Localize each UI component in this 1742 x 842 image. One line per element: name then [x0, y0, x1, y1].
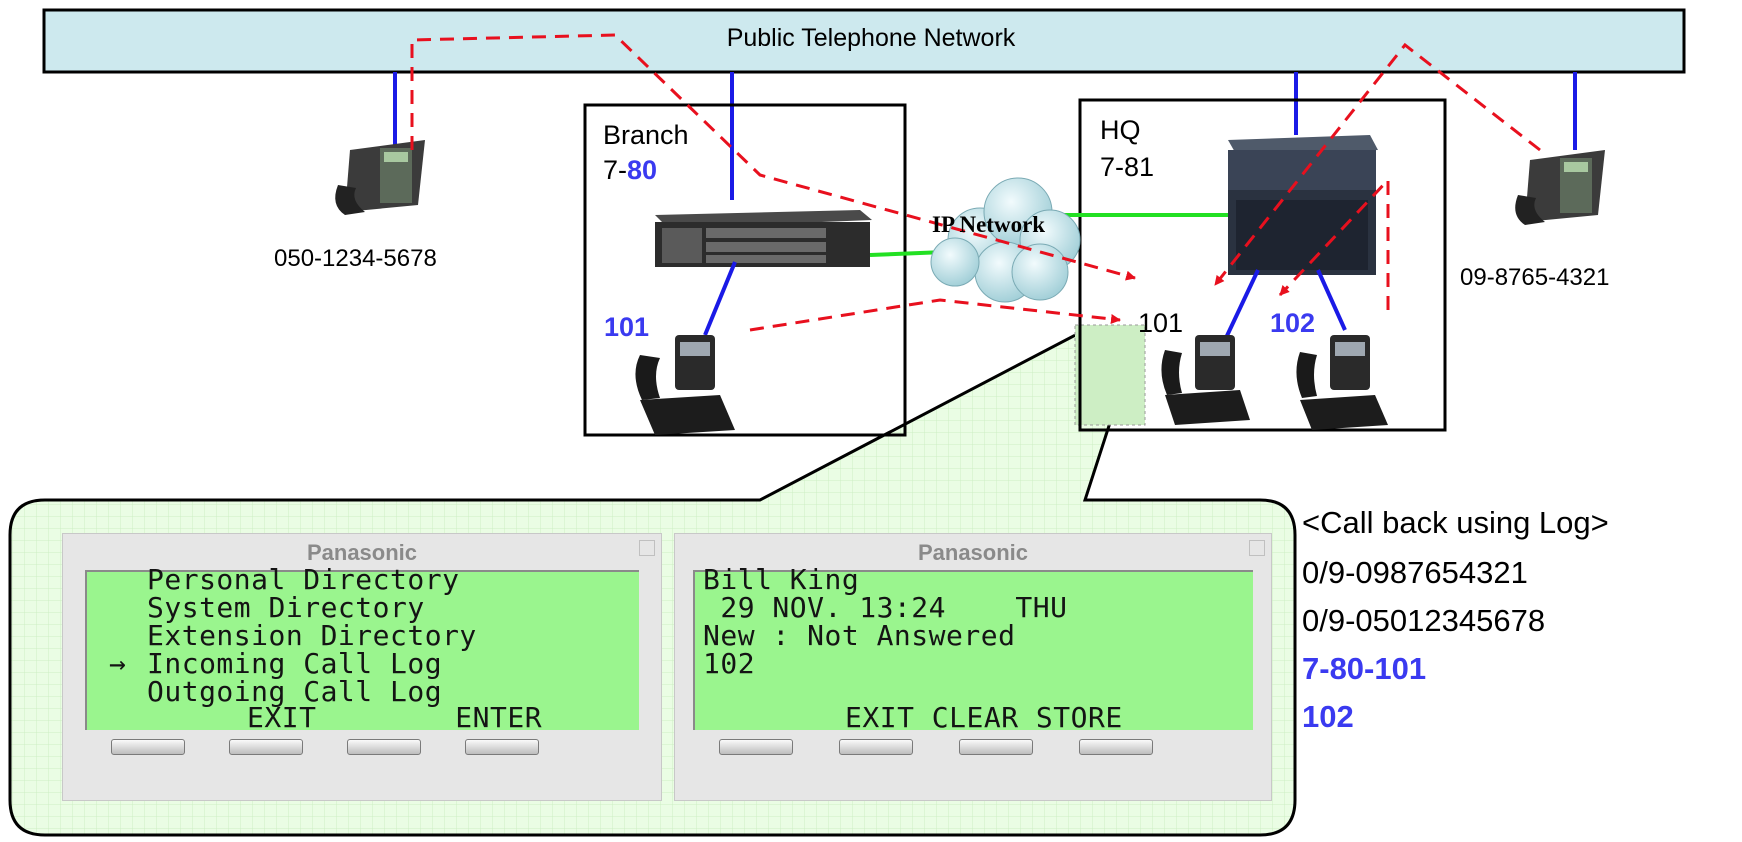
ext-line-branch-101 [703, 261, 737, 336]
call-path-right-phone [1213, 42, 1541, 286]
log-softkey-3[interactable] [959, 739, 1033, 755]
menu-lcd-screen: Personal Directory System Directory Exte… [85, 566, 639, 734]
callback-entry-1: 0/9-0987654321 [1302, 555, 1528, 590]
branch-box [583, 103, 907, 437]
menu-softkey-labels: EXIT ENTER [247, 701, 543, 734]
phone-display-menu: Panasonic Personal Directory System Dire… [62, 533, 662, 801]
menu-line-extension-directory[interactable]: Extension Directory [147, 619, 477, 652]
branch-label: Branch [603, 120, 689, 150]
log-caller-number: 102 [703, 647, 756, 680]
hq-label: HQ [1100, 115, 1141, 145]
branch-pbx-prefix: 7- [603, 155, 628, 185]
menu-softkey-4[interactable] [465, 739, 539, 755]
hq-ext-101-label: 101 [1138, 308, 1184, 338]
ip-network-label: IP Network [932, 212, 1046, 237]
zoom-highlight [1074, 324, 1146, 426]
network-bar [42, 8, 1686, 74]
log-softkey-2[interactable] [839, 739, 913, 755]
left-external-number: 050-1234-5678 [274, 245, 437, 272]
phone-display-call-log: Panasonic Bill King 29 NOV. 13:24 THU Ne… [674, 533, 1272, 801]
menu-softkey-2[interactable] [229, 739, 303, 755]
hq-pbx-code: 7-81 [1100, 152, 1155, 182]
menu-line-outgoing-call-log[interactable]: Outgoing Call Log [147, 675, 443, 708]
menu-line-system-directory[interactable]: System Directory [147, 591, 425, 624]
menu-selection-arrow-icon: → [109, 647, 127, 680]
log-softkey-4[interactable] [1079, 739, 1153, 755]
hq-ext-102-phone-icon [1296, 335, 1388, 430]
callback-entry-2: 0/9-05012345678 [1302, 603, 1546, 638]
ip-network-cloud [930, 177, 1081, 303]
call-path-left-phone [410, 33, 1136, 281]
log-brand-label: Panasonic [917, 540, 1029, 565]
call-path-branch-101 [749, 298, 1121, 332]
menu-line-personal-directory[interactable]: Personal Directory [147, 563, 460, 596]
branch-ext-101-label: 101 [604, 312, 650, 342]
menu-softkey-3[interactable] [347, 739, 421, 755]
log-softkey-labels: EXIT CLEAR STORE [845, 701, 1123, 734]
callback-entry-3: 7-80-101 [1302, 651, 1427, 686]
branch-pbx-icon [655, 210, 872, 267]
ext-line-hq-101 [1223, 269, 1260, 341]
menu-brand-label: Panasonic [306, 540, 418, 565]
log-call-datetime: 29 NOV. 13:24 THU [703, 591, 1068, 624]
hq-box [1078, 98, 1447, 432]
right-external-number: 09-8765-4321 [1460, 264, 1610, 291]
branch-ext-101-phone-icon [635, 335, 735, 435]
hq-pbx-icon [1228, 135, 1378, 275]
call-path-hq-102 [1278, 176, 1390, 310]
log-lcd-screen: Bill King 29 NOV. 13:24 THU New : Not An… [693, 566, 1253, 734]
log-call-status: New : Not Answered [703, 619, 1016, 652]
hq-ext-102-label: 102 [1270, 308, 1316, 338]
menu-line-incoming-call-log[interactable]: Incoming Call Log [147, 647, 443, 680]
ext-line-hq-102 [1316, 269, 1347, 331]
right-external-phone-icon [1515, 150, 1605, 225]
callback-title: <Call back using Log> [1302, 505, 1609, 540]
left-external-phone-icon [335, 140, 425, 215]
callback-entry-4: 102 [1302, 699, 1354, 734]
branch-pbx-code: 7-80 [603, 155, 657, 186]
log-caller-name: Bill King [703, 563, 860, 596]
hq-ext-101-phone-icon [1161, 335, 1250, 425]
network-label: Public Telephone Network [726, 24, 1016, 52]
menu-corner-icon [639, 540, 655, 556]
menu-softkey-1[interactable] [111, 739, 185, 755]
branch-pbx-suffix: 80 [627, 155, 658, 185]
log-softkey-1[interactable] [719, 739, 793, 755]
log-corner-icon [1249, 540, 1265, 556]
